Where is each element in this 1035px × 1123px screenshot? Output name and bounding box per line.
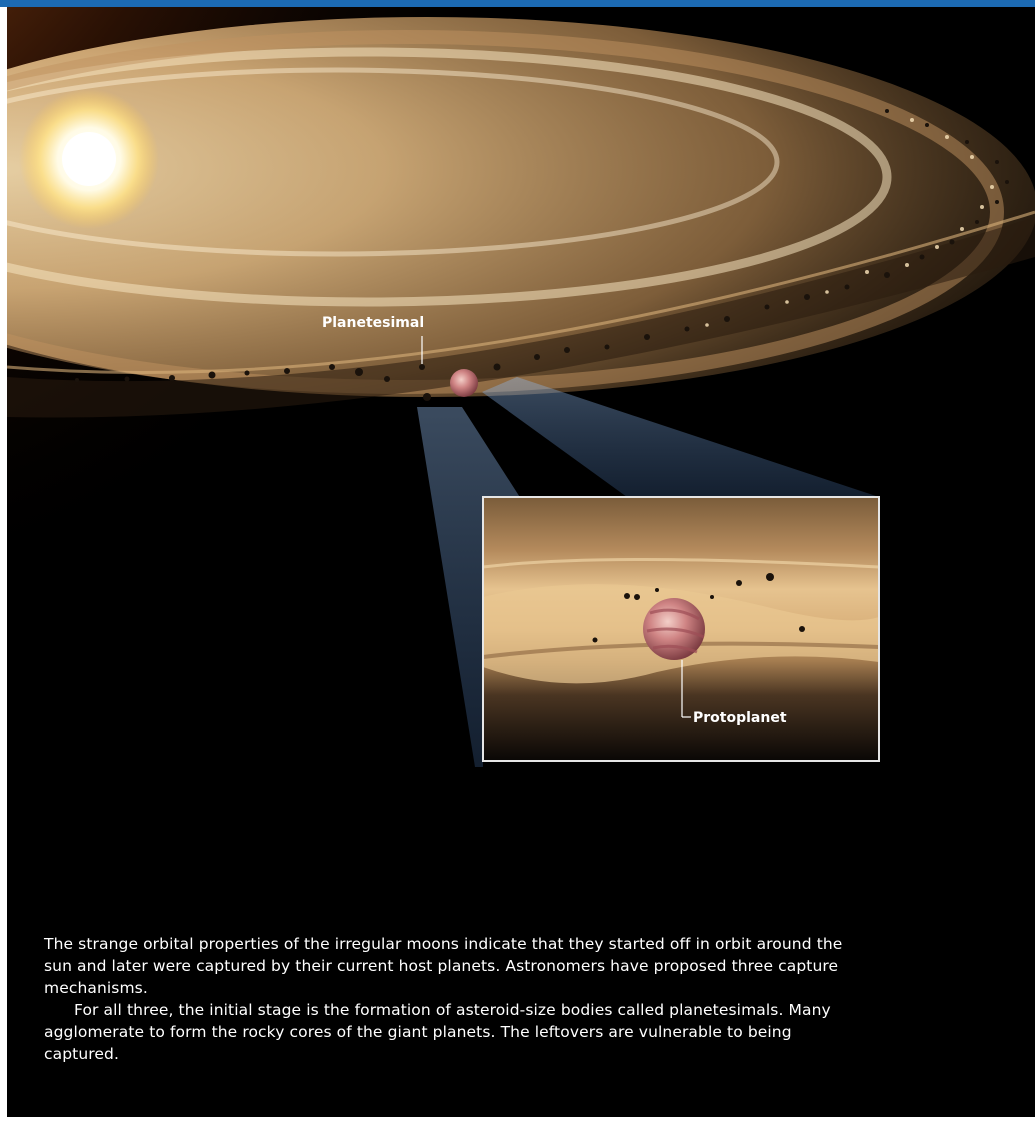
planetesimal-label: Planetesimal (322, 315, 424, 331)
debris-particles (75, 109, 1009, 401)
sun-core (62, 132, 116, 186)
top-bar (0, 0, 1035, 7)
caption: The strange orbital properties of the ir… (44, 933, 844, 1065)
inset-panel: Protoplanet (482, 496, 880, 762)
caption-paragraph-2: For all three, the initial stage is the … (44, 1001, 831, 1063)
protoplanet-label: Protoplanet (693, 710, 787, 726)
protoplanet-small (450, 369, 478, 397)
illustration-scene: Planetesimal (7, 7, 1035, 1117)
disk-illustration: Planetesimal (7, 7, 1035, 1117)
protoplanetary-disk (7, 17, 1035, 418)
zoom-beam-right (482, 377, 879, 497)
caption-paragraph-1: The strange orbital properties of the ir… (44, 935, 843, 997)
